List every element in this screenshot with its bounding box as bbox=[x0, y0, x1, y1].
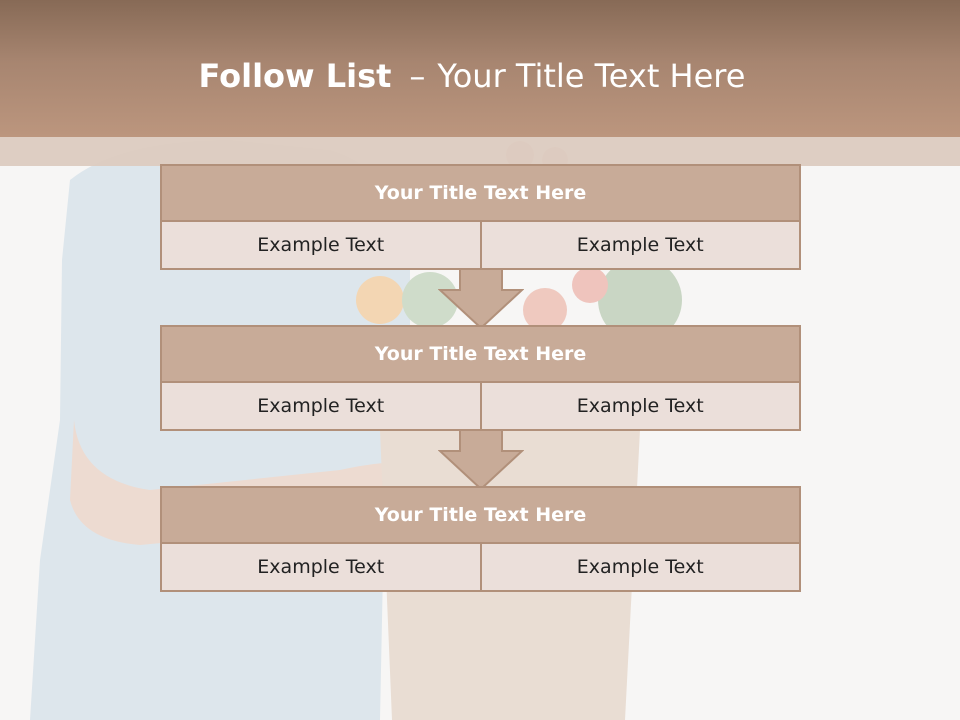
down-arrow-icon bbox=[438, 268, 524, 330]
block-row: Example Text Example Text bbox=[160, 220, 801, 270]
follow-block-2: Your Title Text Here Example Text Exampl… bbox=[160, 325, 801, 431]
block-cell-right: Example Text bbox=[479, 542, 801, 592]
block-cell-right: Example Text bbox=[479, 381, 801, 431]
follow-block-3: Your Title Text Here Example Text Exampl… bbox=[160, 486, 801, 592]
block-title: Your Title Text Here bbox=[160, 164, 801, 222]
slide-title-separator: – bbox=[409, 57, 426, 95]
title-header-band bbox=[0, 0, 960, 137]
down-arrow-icon bbox=[438, 429, 524, 491]
follow-block-1: Your Title Text Here Example Text Exampl… bbox=[160, 164, 801, 270]
block-cell-left: Example Text bbox=[160, 381, 482, 431]
photo-broccoli bbox=[598, 258, 682, 342]
photo-orange bbox=[356, 276, 404, 324]
slide-title-rest: Your Title Text Here bbox=[437, 57, 746, 95]
block-cell-right: Example Text bbox=[479, 220, 801, 270]
block-cell-left: Example Text bbox=[160, 220, 482, 270]
photo-pepper bbox=[572, 267, 608, 303]
header-accent-strip bbox=[0, 137, 960, 166]
block-title: Your Title Text Here bbox=[160, 325, 801, 383]
block-title: Your Title Text Here bbox=[160, 486, 801, 544]
block-row: Example Text Example Text bbox=[160, 381, 801, 431]
photo-apple bbox=[523, 288, 567, 332]
block-cell-left: Example Text bbox=[160, 542, 482, 592]
block-row: Example Text Example Text bbox=[160, 542, 801, 592]
photo-lettuce bbox=[402, 272, 458, 328]
slide-title-bold: Follow List bbox=[198, 57, 392, 95]
slide-title: Follow List–Your Title Text Here bbox=[0, 52, 944, 100]
